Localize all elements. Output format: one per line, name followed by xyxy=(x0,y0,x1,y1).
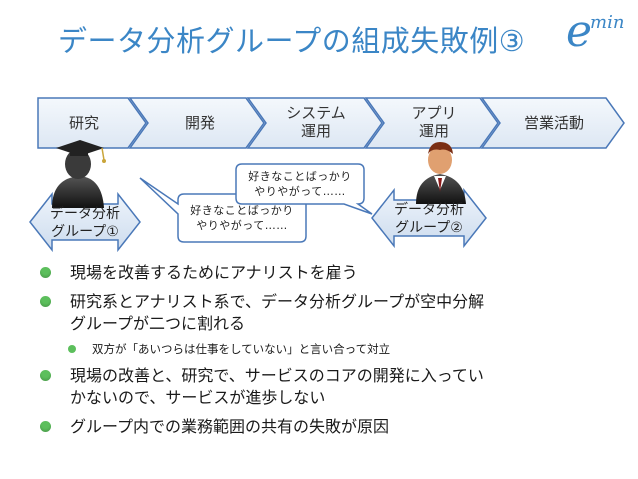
bullet-text: グループ内での業務範囲の共有の失敗が原因 xyxy=(70,417,390,436)
bullet-dot-icon xyxy=(40,296,51,307)
group-2-label: データ分析 グループ② xyxy=(394,202,464,236)
graduate-figure-icon xyxy=(52,140,106,208)
bullet-dot-icon xyxy=(40,370,51,381)
bullet-dot-icon xyxy=(40,267,51,278)
flow-label-development: 開発 xyxy=(184,114,215,132)
speech-bubble-2-text: 好きなことばっかり やりやがって…… xyxy=(248,170,352,198)
group-1-label: データ分析 グループ① xyxy=(50,206,120,240)
flow-label-sales: 営業活動 xyxy=(523,114,584,132)
flow-label-system-ops: システム 運用 xyxy=(286,104,346,140)
logo-e: e xyxy=(566,6,593,57)
bullet-dot-icon xyxy=(68,345,76,353)
bullet-text: 研究系とアナリスト系で、データ分析グループが空中分解 グループが二つに割れる xyxy=(70,292,485,333)
flow-label-research: 研究 xyxy=(68,114,99,132)
speech-bubble-1-text: 好きなことばっかり やりやがって…… xyxy=(190,204,294,232)
bullet-text: 現場を改善するためにアナリストを雇う xyxy=(70,263,358,282)
sub-bullet-item: 双方が「あいつらは仕事をしていない」と言い合って対立 xyxy=(40,340,620,358)
flow-label-app-ops: アプリ 運用 xyxy=(411,104,457,140)
bullet-dot-icon xyxy=(40,421,51,432)
bullet-item: 現場を改善するためにアナリストを雇う xyxy=(40,262,620,284)
bullet-item: 研究系とアナリスト系で、データ分析グループが空中分解 グループが二つに割れる xyxy=(40,291,620,335)
bullet-text: 現場の改善と、研究で、サービスのコアの開発に入ってい かないので、サービスが進歩… xyxy=(70,366,484,407)
slide-title: データ分析グループの組成失敗例③ xyxy=(58,24,526,58)
sub-bullet-text: 双方が「あいつらは仕事をしていない」と言い合って対立 xyxy=(92,342,391,356)
bullet-item: 現場の改善と、研究で、サービスのコアの開発に入ってい かないので、サービスが進歩… xyxy=(40,365,620,409)
businessman-figure-icon xyxy=(416,142,466,204)
bullet-list: 現場を改善するためにアナリストを雇う 研究系とアナリスト系で、データ分析グループ… xyxy=(40,262,620,445)
logo-min: min xyxy=(590,12,625,33)
emin-logo: e min xyxy=(566,8,632,56)
bullet-item: グループ内での業務範囲の共有の失敗が原因 xyxy=(40,416,620,438)
